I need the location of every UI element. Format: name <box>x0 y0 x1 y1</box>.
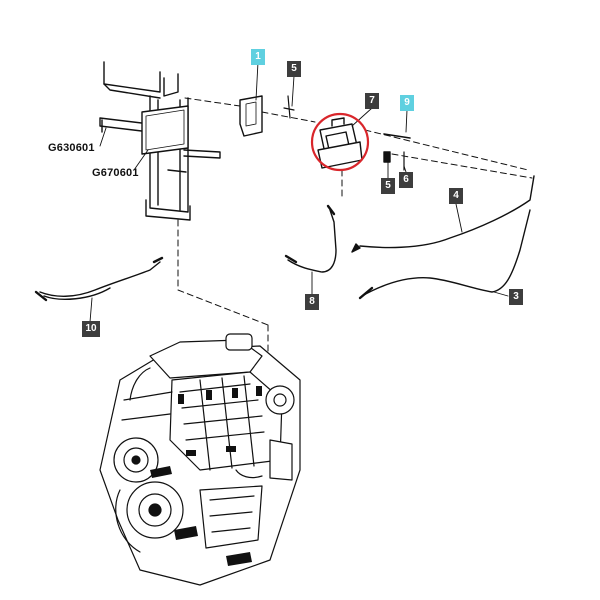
part-9-bolt <box>383 133 411 139</box>
callout-7: 7 <box>365 93 379 109</box>
callout-5-top: 5 <box>287 61 301 77</box>
part-10-harness <box>39 261 161 297</box>
part-7-relay <box>317 117 363 169</box>
part-5-nut <box>383 151 391 163</box>
assembly-dashed-lines <box>177 97 533 356</box>
engine-shading <box>150 386 262 566</box>
callout-3: 3 <box>509 289 523 305</box>
callout-1: 1 <box>251 49 265 65</box>
part-1-bracket <box>239 95 263 137</box>
highlight-circle <box>310 112 370 172</box>
mounting-plate <box>141 105 189 155</box>
callout-4: 4 <box>449 188 463 204</box>
part-4-harness <box>359 175 535 249</box>
callout-8: 8 <box>305 294 319 310</box>
callout-6: 6 <box>399 172 413 188</box>
callout-9: 9 <box>400 95 414 111</box>
callout-10: 10 <box>82 321 100 337</box>
part-8-harness <box>287 209 337 273</box>
part-3-harness <box>361 209 531 297</box>
reference-g630601: G630601 <box>48 142 95 154</box>
part-5-bolt <box>283 95 295 119</box>
engine-illustration <box>99 333 301 586</box>
callout-5-lower: 5 <box>381 178 395 194</box>
leader-lines <box>89 61 509 323</box>
reference-g670601: G670601 <box>92 167 139 179</box>
